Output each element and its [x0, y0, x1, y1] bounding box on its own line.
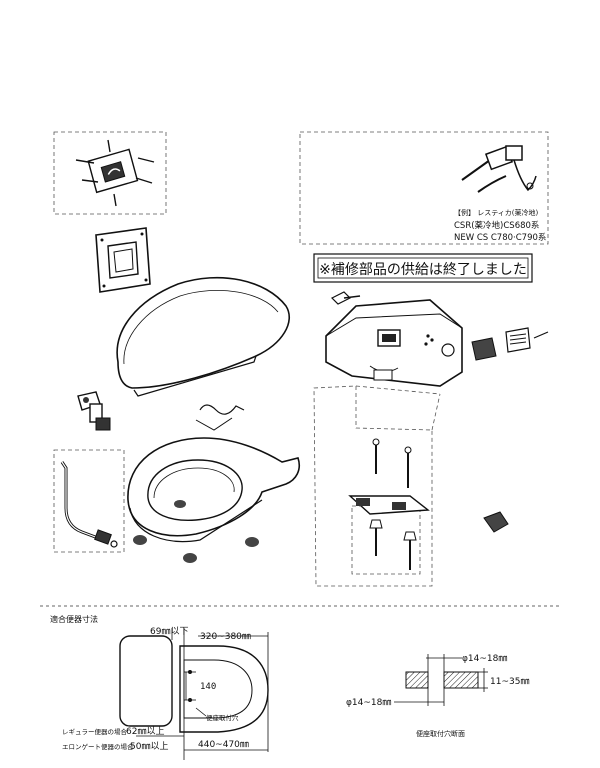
bottom-diameter-label: φ14~18㎜ [346, 698, 391, 708]
total-length-label: 440~470㎜ [198, 740, 249, 750]
hose-group [53, 449, 125, 553]
connector-cable-illustration [461, 145, 537, 193]
elongated-label: エロンゲート便器の場合 [62, 742, 134, 751]
thickness-label: 11~35㎜ [490, 677, 529, 687]
elongated-value: 50㎜以上 [130, 741, 168, 752]
regular-value: 62㎜以上 [126, 726, 164, 737]
toilet-lid [116, 276, 291, 397]
dimensions-title: 適合便器寸法 [50, 614, 98, 624]
tank-outline [119, 635, 173, 727]
example-line-2: CSR(薬冷地)CS680系 [454, 220, 539, 231]
toilet-seat [127, 404, 301, 563]
compatible-dimensions: 適合便器寸法 69㎜以下 320~380㎜ 140 便座取付穴 レギュラー便器の… [50, 614, 269, 760]
section-caption: 便座取付穴断面 [416, 729, 465, 738]
example-line-1: 【例】 レスティカ(薬冷地) [454, 208, 539, 217]
hole-spacing-label: 140 [200, 682, 216, 692]
regular-label: レギュラー便器の場合 [62, 727, 128, 736]
water-valve [77, 391, 111, 431]
discontinued-notice: ※補修部品の供給は終了しました [313, 253, 533, 283]
bracket-group [53, 131, 167, 215]
fixing-hole-section: φ14~18㎜ 11~35㎜ φ14~18㎜ 便座取付穴断面 [346, 654, 529, 738]
example-box: 【例】 レスティカ(薬冷地) CSR(薬冷地)CS680系 NEW CS C78… [299, 131, 549, 245]
base-plate [95, 227, 151, 293]
fixing-range-label: 320~380㎜ [200, 632, 251, 642]
fixing-hole-label: 便座取付穴 [206, 713, 239, 722]
top-diameter-label: φ14~18㎜ [462, 654, 507, 664]
example-line-3: NEW CS C780·C790系 [454, 232, 546, 243]
mounting-hardware [348, 438, 509, 570]
top-gap-label: 69㎜以下 [150, 627, 188, 637]
notice-text: ※補修部品の供給は終了しました [319, 262, 527, 278]
main-unit [325, 291, 549, 387]
